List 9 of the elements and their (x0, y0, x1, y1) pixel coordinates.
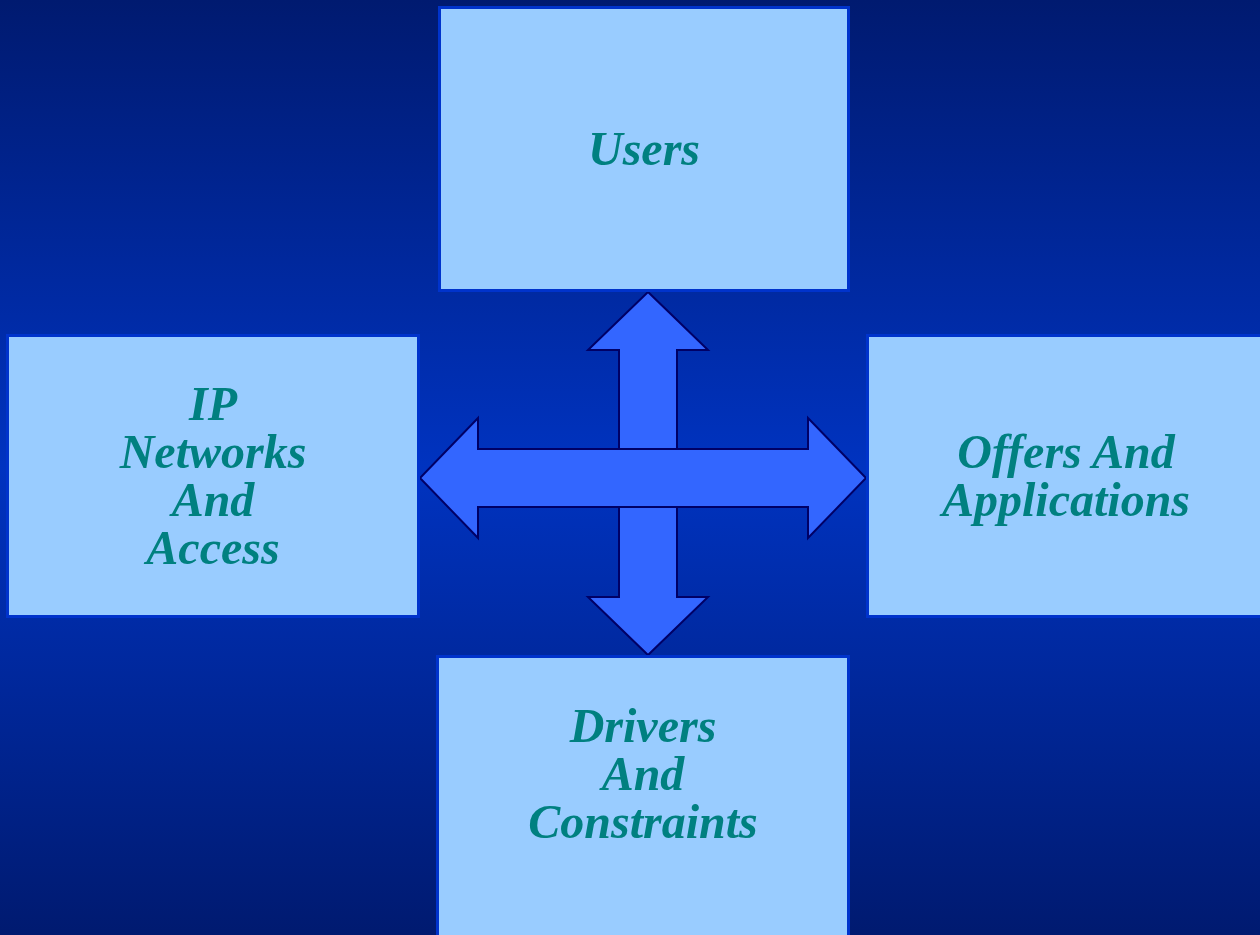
box-label: IP Networks And Access (119, 380, 307, 572)
box-label: Offers And Applications (941, 428, 1190, 524)
concept-box (6, 334, 420, 618)
concept-box (866, 334, 1260, 618)
box-label: Drivers And Constraints (528, 702, 758, 846)
double-arrow (418, 415, 868, 541)
box-label: Users (588, 125, 700, 173)
concept-box (438, 6, 850, 292)
concept-box (436, 655, 850, 935)
